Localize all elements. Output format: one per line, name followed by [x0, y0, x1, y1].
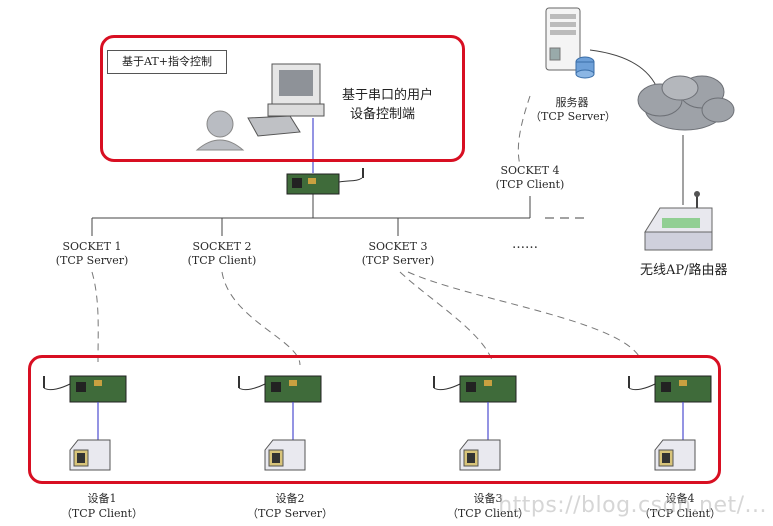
wiring — [91, 194, 590, 236]
module-chip — [466, 382, 476, 392]
wireless-links — [91, 95, 641, 366]
user-control-highlight — [100, 35, 465, 162]
device1-proto: （TCP Client） — [60, 507, 144, 520]
antenna-cable — [43, 383, 71, 391]
device2-name: 设备2 — [275, 492, 305, 505]
pc-label-line2: 设备控制端 — [350, 107, 416, 122]
device-unit-4 — [628, 375, 712, 471]
antenna-cable — [433, 383, 461, 391]
socket3-name: SOCKET 3 — [368, 240, 428, 253]
router-name: 无线AP/路由器 — [640, 263, 728, 278]
device-unit-3 — [433, 375, 517, 471]
module-chip — [271, 382, 281, 392]
antenna-cable — [238, 383, 266, 391]
module-component — [679, 380, 687, 386]
device3-name: 设备3 — [473, 492, 503, 505]
device-unit-1 — [43, 375, 127, 471]
user-icon — [195, 110, 245, 151]
at-command-callout: 基于AT+指令控制 — [107, 50, 227, 74]
terminal-display — [467, 453, 475, 463]
device3-proto: （TCP Client） — [446, 507, 530, 520]
module-chip — [76, 382, 86, 392]
device-row — [43, 375, 712, 471]
server-proto: （TCP Server） — [530, 110, 616, 123]
terminal-display — [662, 453, 670, 463]
socket1-proto: (TCP Server) — [55, 254, 129, 267]
socket1-name: SOCKET 1 — [62, 240, 122, 253]
server-name: 服务器 — [555, 96, 589, 109]
socket2-name: SOCKET 2 — [192, 240, 252, 253]
more-sockets-ellipsis: …… — [512, 237, 538, 252]
pc-label-line1: 基于串口的用户 — [342, 88, 434, 103]
socket4-name: SOCKET 4 — [500, 164, 560, 177]
pc-icon — [247, 63, 325, 137]
device4-name: 设备4 — [665, 492, 695, 505]
module-chip — [661, 382, 671, 392]
cloud-icon — [637, 75, 735, 131]
central-wifi-module — [286, 168, 364, 195]
socket4-proto: (TCP Client) — [495, 178, 565, 191]
server-icon — [545, 7, 595, 79]
device2-proto: （TCP Server） — [247, 507, 333, 520]
terminal-display — [77, 453, 85, 463]
device1-name: 设备1 — [87, 492, 117, 505]
device-unit-2 — [238, 375, 322, 471]
terminal-display — [272, 453, 280, 463]
module-component — [94, 380, 102, 386]
module-component — [484, 380, 492, 386]
router-icon — [644, 191, 713, 251]
watermark: https://blog.csdn.net/... — [498, 493, 767, 518]
module-component — [289, 380, 297, 386]
socket2-proto: (TCP Client) — [187, 254, 257, 267]
device4-proto: （TCP Client） — [638, 507, 722, 520]
antenna-cable — [628, 383, 656, 391]
socket3-proto: (TCP Server) — [361, 254, 435, 267]
server-cloud-link — [589, 49, 659, 91]
devices-highlight — [28, 355, 721, 484]
